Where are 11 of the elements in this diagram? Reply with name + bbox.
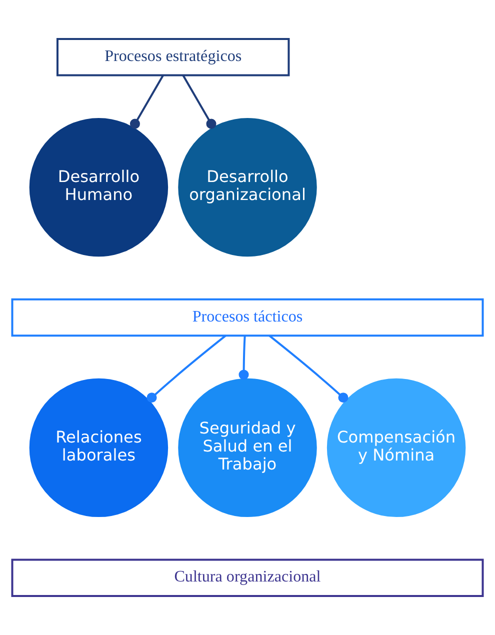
node-box: Procesos estratégicos xyxy=(56,38,290,76)
node-circle: Relaciones laborales xyxy=(29,378,168,518)
connector xyxy=(268,334,348,403)
connector xyxy=(182,74,216,129)
connector xyxy=(238,336,249,380)
connector xyxy=(146,334,226,403)
node-box: Cultura organizacional xyxy=(11,558,484,597)
connector xyxy=(130,74,164,129)
node-box: Procesos tácticos xyxy=(11,298,484,337)
node-circle: Compensación y Nómina xyxy=(326,378,466,518)
node-circle: Seguridad y Salud en el Trabajo xyxy=(178,378,317,518)
